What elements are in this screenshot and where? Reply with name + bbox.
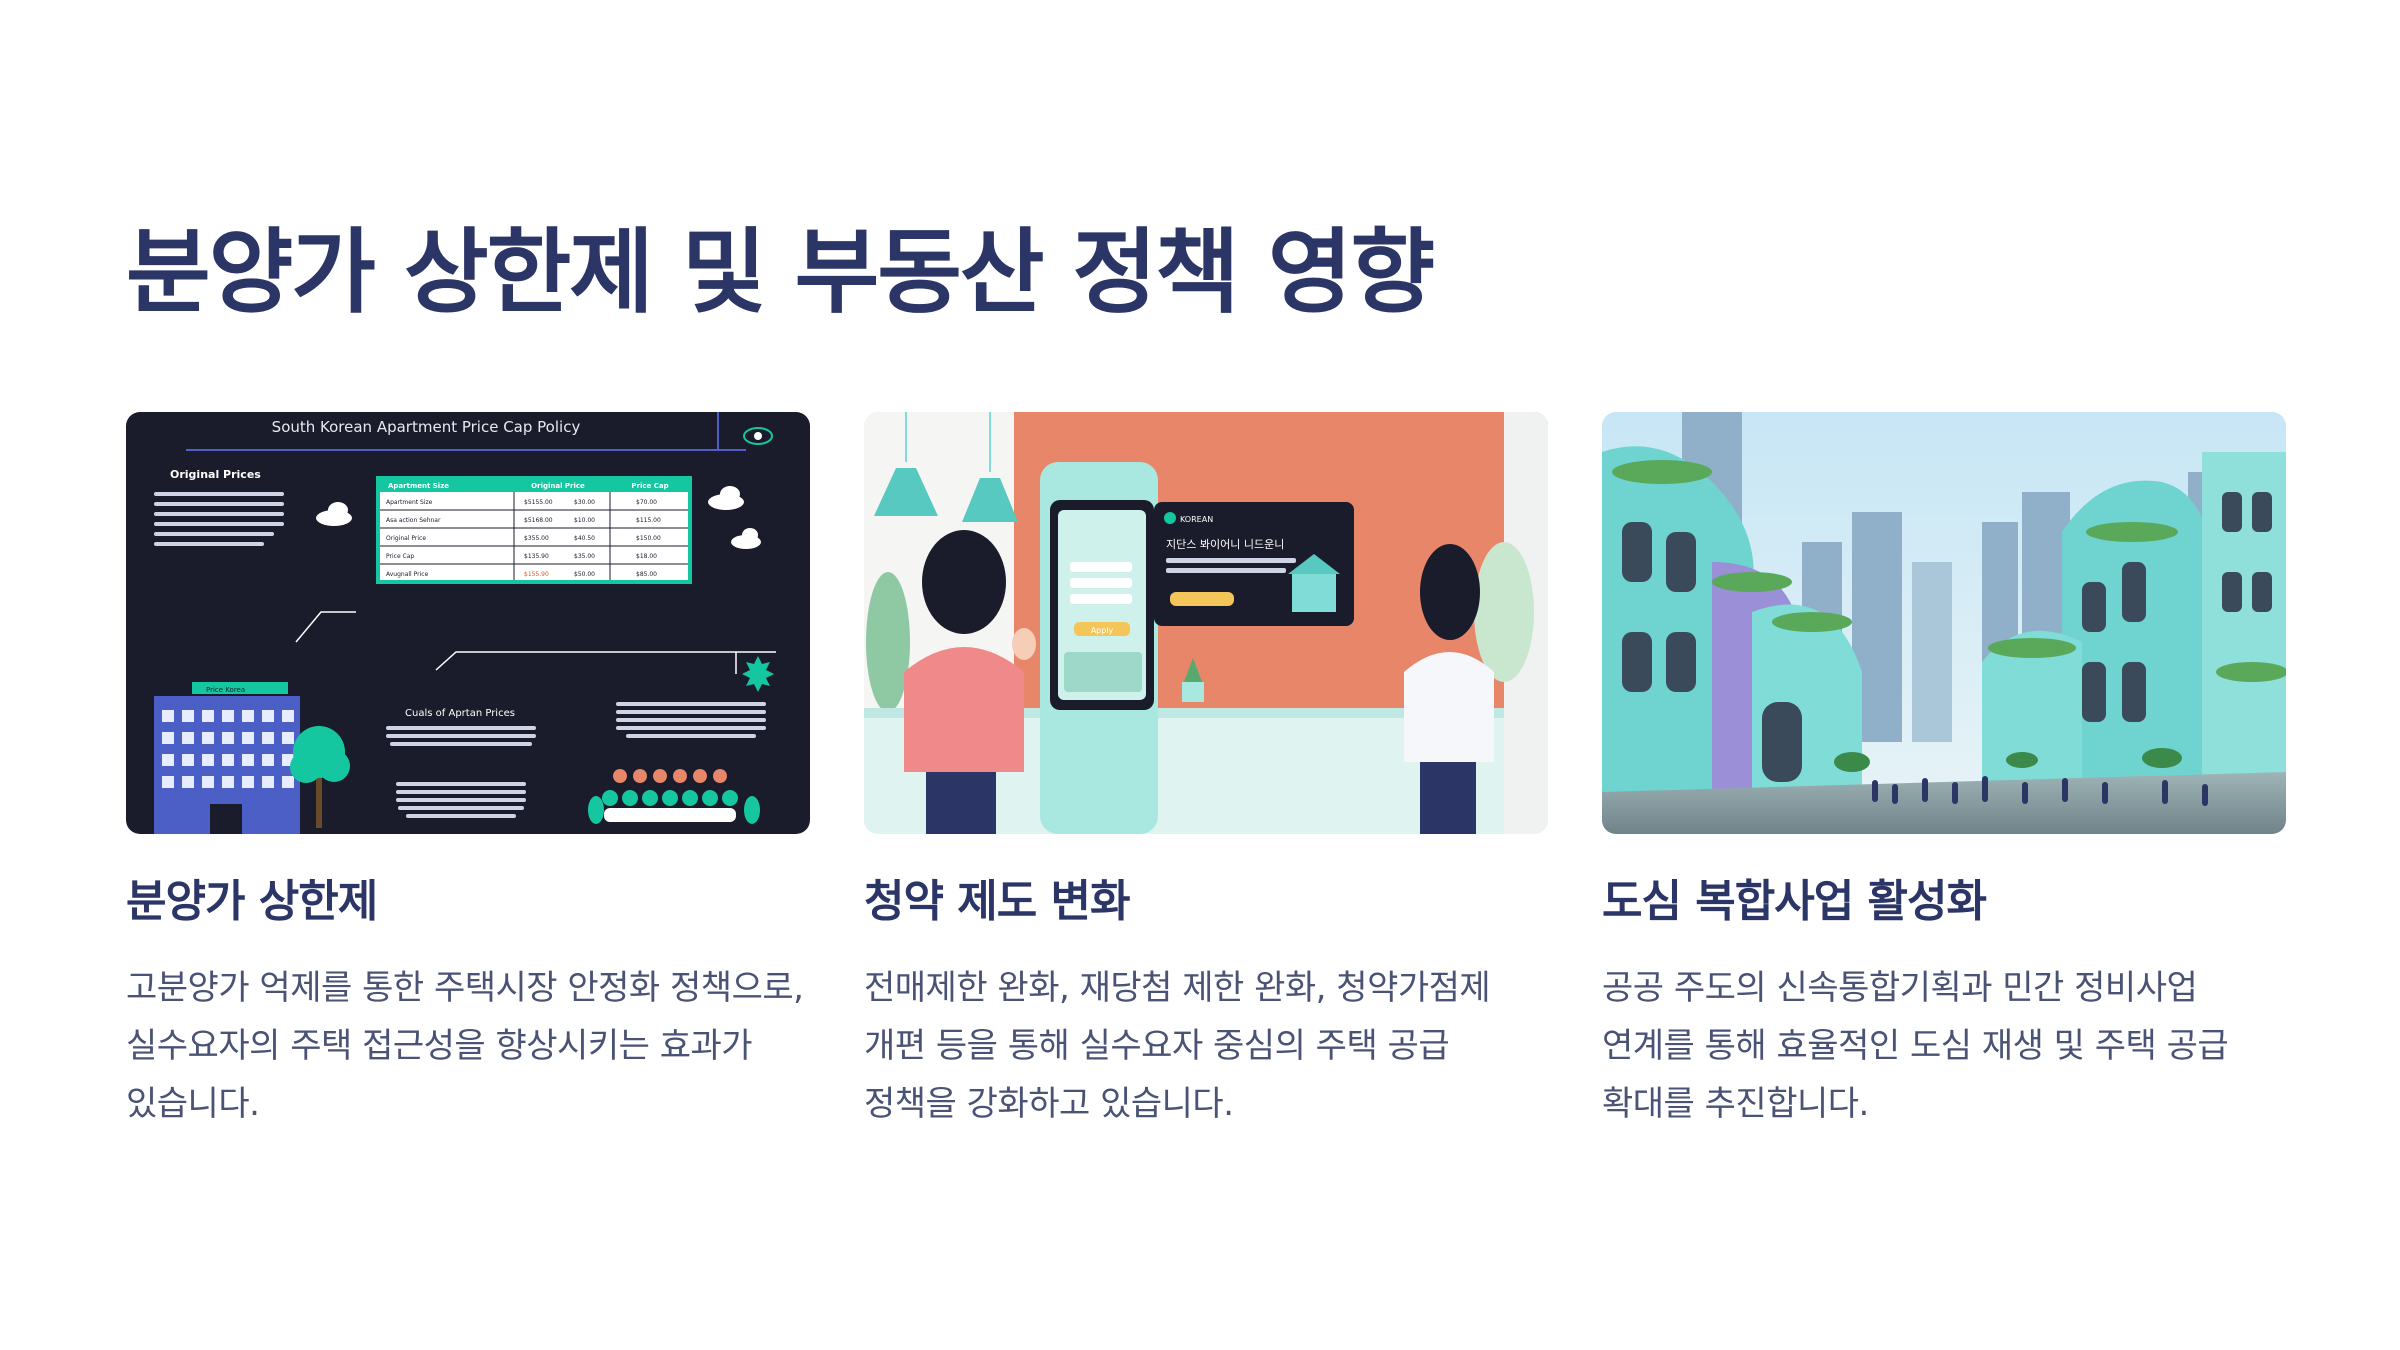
card-urban-development: 도심 복합사업 활성화 공공 주도의 신속통합기획과 민간 정비사업 연계를 통… (1602, 412, 2286, 1133)
cloud-icon (316, 486, 761, 549)
svg-text:KOREAN: KOREAN (1180, 515, 1213, 524)
tree-icon (290, 726, 350, 828)
card-description: 고분양가 억제를 통한 주택시장 안정화 정책으로, 실수요자의 주택 접근성을… (126, 967, 804, 1124)
kiosk-apply-button: Apply (1091, 626, 1114, 635)
pedestrians (1872, 776, 2208, 806)
svg-text:$18.00: $18.00 (636, 553, 657, 560)
eye-icon (743, 427, 773, 445)
kiosk-illustration-image: Apply KOREAN 지단스 봐이어니 니드운니 (864, 412, 1548, 834)
people-crowd-icon (588, 769, 760, 824)
svg-text:$150.00: $150.00 (636, 535, 661, 542)
person-left-figure (904, 530, 1036, 834)
card-description: 공공 주도의 신속통합기획과 민간 정비사업 연계를 통해 효율적인 도심 재생… (1602, 967, 2229, 1124)
card-title: 청약 제도 변화 (864, 876, 1131, 927)
svg-text:Apartment Size: Apartment Size (388, 482, 449, 490)
original-prices-label: Original Prices (170, 468, 261, 481)
svg-text:$10.00: $10.00 (574, 517, 595, 524)
svg-text:Price Cap: Price Cap (631, 482, 668, 490)
infographic-lower-label: Cuals of Aprtan Prices (405, 708, 515, 719)
svg-text:Price Cap: Price Cap (386, 553, 414, 560)
svg-text:$5155.00: $5155.00 (524, 499, 553, 506)
svg-text:Original Price: Original Price (386, 535, 426, 542)
svg-text:Original Price: Original Price (531, 482, 585, 490)
card-title: 도심 복합사업 활성화 (1602, 876, 1987, 927)
card-row: South Korean Apartment Price Cap Policy … (126, 412, 2286, 1133)
card-subscription-system: Apply KOREAN 지단스 봐이어니 니드운니 (864, 412, 1548, 1133)
card-title: 분양가 상한제 (126, 876, 378, 927)
svg-text:$85.00: $85.00 (636, 571, 657, 578)
person-right-figure (1404, 544, 1494, 834)
infographic-heading: South Korean Apartment Price Cap Policy (272, 418, 581, 436)
svg-text:Avugnall Price: Avugnall Price (386, 571, 429, 578)
svg-text:$155.90: $155.90 (524, 571, 549, 578)
card-price-cap: South Korean Apartment Price Cap Policy … (126, 412, 810, 1133)
svg-text:$135.90: $135.90 (524, 553, 549, 560)
svg-text:지단스 봐이어니 니드운니: 지단스 봐이어니 니드운니 (1166, 538, 1284, 551)
price-cap-infographic-image: South Korean Apartment Price Cap Policy … (126, 412, 810, 834)
kiosk-machine: Apply (1040, 462, 1158, 834)
page-title: 분양가 상한제 및 부동산 정책 영향 (126, 219, 1435, 326)
svg-text:Apartment Size: Apartment Size (386, 499, 433, 506)
svg-text:$355.00: $355.00 (524, 535, 549, 542)
card-description: 전매제한 완화, 재당첨 제한 완화, 청약가점제 개편 등을 통해 실수요자 … (864, 967, 1491, 1124)
organic-building-left (1602, 446, 1862, 834)
svg-text:$30.00: $30.00 (574, 499, 595, 506)
svg-text:Price Korea: Price Korea (206, 686, 245, 694)
svg-text:$5168.00: $5168.00 (524, 517, 553, 524)
svg-text:$50.00: $50.00 (574, 571, 595, 578)
pendant-lamp-icon (874, 412, 1018, 522)
svg-text:$115.00: $115.00 (636, 517, 661, 524)
urban-district-photo (1602, 412, 2286, 834)
svg-text:$35.00: $35.00 (574, 553, 595, 560)
svg-text:$40.50: $40.50 (574, 535, 595, 542)
apartment-building-icon: Price Korea (154, 682, 300, 834)
price-table: Apartment Size Original Price Price Cap … (376, 476, 692, 584)
svg-text:$70.00: $70.00 (636, 499, 657, 506)
wall-screen: KOREAN 지단스 봐이어니 니드운니 (1154, 502, 1354, 626)
svg-text:Asa action Sehnar: Asa action Sehnar (386, 517, 441, 524)
